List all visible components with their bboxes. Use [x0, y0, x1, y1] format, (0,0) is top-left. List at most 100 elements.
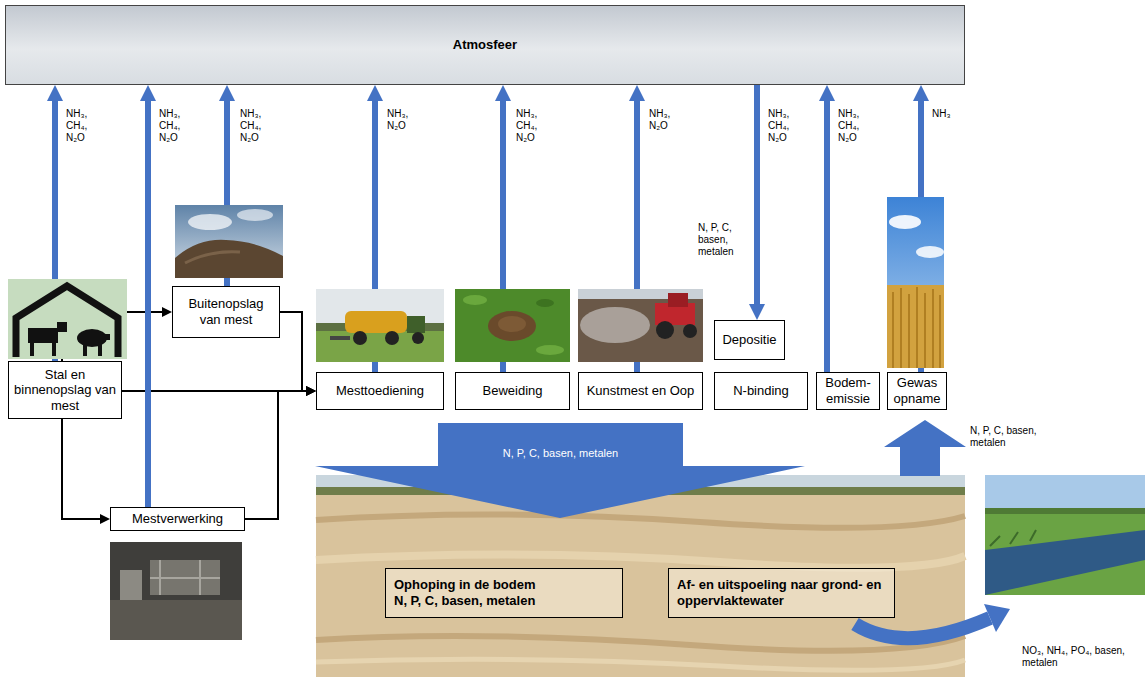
emission-label: NH₃, N₂O: [387, 108, 408, 132]
fertilizer-spreader-photo: [578, 289, 703, 362]
soil-profile-photo: [316, 475, 965, 677]
soil-profile-photo: [316, 659, 965, 670]
emission-label: NH₃: [932, 108, 951, 120]
fertilizer-spreader-photo: [668, 293, 688, 307]
emission-arrow: [754, 85, 760, 304]
manure-heap-photo: [188, 214, 232, 230]
cow-pat-photo: [455, 289, 570, 362]
slurry-tanker-photo: [407, 316, 425, 333]
process-box: Buitenopslag van mest: [172, 286, 280, 338]
cow-pat-photo: [536, 345, 564, 355]
flow-arrow: [884, 420, 966, 476]
manure-processing-photo: [150, 560, 220, 595]
waterway-photo: [985, 530, 1145, 595]
cow-pat-photo: [536, 299, 554, 307]
manure-heap-photo: [175, 240, 283, 278]
flow-label: NO₃, NH₄, PO₄, basen, metalen: [1022, 645, 1140, 669]
slurry-tanker-photo: [316, 289, 444, 362]
box-label: Depositie: [722, 332, 776, 348]
soil-profile-photo: [316, 554, 965, 567]
box-label: Bodem-emissie: [821, 375, 875, 406]
barn-icon: [83, 344, 87, 356]
flow-arrow: [315, 420, 1010, 638]
process-box: Depositie: [714, 320, 785, 360]
fertilizer-spreader-photo: [656, 321, 674, 339]
emission-label: NH₃, CH₄, N₂O: [516, 108, 537, 144]
box-label: Buitenopslag van mest: [177, 296, 275, 327]
process-box: Mestverwerking: [110, 507, 245, 531]
manure-processing-photo: [110, 542, 242, 640]
cow-pat-photo: [498, 316, 526, 332]
slurry-tanker-photo: [385, 331, 399, 345]
waterway-photo: [985, 512, 1145, 595]
box-label: Gewas opname: [892, 375, 942, 406]
box-label: Mesttoediening: [336, 383, 424, 399]
barn-icon: [98, 344, 102, 356]
cow-pat-photo: [488, 311, 536, 341]
fertilizer-spreader-photo: [580, 307, 650, 343]
wheat-field-photo: [887, 285, 944, 368]
soil-profile-photo: [316, 636, 965, 651]
wheat-field-photo: [916, 246, 944, 258]
box-label: N-binding: [733, 383, 789, 399]
box-label: Ophoping in de bodem: [394, 577, 536, 593]
atmosphere-band: Atmosfeer: [5, 5, 965, 85]
process-box: Beweiding: [455, 372, 570, 410]
flow-label: N, P, C, basen, metalen: [970, 425, 1050, 449]
emission-label: NH₃, CH₄, N₂O: [66, 108, 87, 144]
flow-arrow: [855, 618, 990, 638]
waterway-photo: [990, 530, 1036, 546]
waterway-photo: [985, 475, 1145, 595]
wheat-field-photo: [887, 197, 944, 368]
manure-processing-photo: [110, 600, 242, 640]
manure-processing-photo: [150, 560, 220, 595]
slurry-tanker-photo: [412, 332, 424, 344]
slurry-tanker-photo: [316, 331, 444, 362]
emission-arrow: [145, 101, 151, 507]
barn-icon: [16, 286, 118, 357]
barn-icon: [57, 322, 67, 332]
flow-connector: [245, 391, 306, 519]
soil-process-box: Af- en uitspoeling naar grond- en opperv…: [668, 568, 895, 618]
box-body: N, P, C, basen, metalen: [394, 593, 535, 609]
slurry-tanker-photo: [345, 311, 407, 333]
cow-pat-photo: [463, 295, 487, 305]
manure-heap-photo: [175, 205, 283, 278]
manure-processing-photo: [110, 542, 242, 640]
box-label: Mestverwerking: [132, 511, 223, 527]
box-label: Beweiding: [483, 383, 543, 399]
box-label: Af- en uitspoeling naar grond- en opperv…: [677, 577, 886, 608]
fertilizer-spreader-photo: [578, 289, 703, 362]
soil-profile-photo: [316, 475, 965, 677]
waterway-photo: [985, 475, 1145, 595]
box-label: Atmosfeer: [453, 37, 517, 53]
manure-heap-photo: [175, 205, 283, 278]
flow-connector: [280, 312, 306, 391]
flow-label: N, P, C, basen, metalen: [698, 222, 750, 258]
wheat-field-photo: [893, 287, 940, 368]
soil-profile-photo: [316, 514, 965, 527]
emission-label: NH₃, CH₄, N₂O: [159, 108, 180, 144]
slurry-tanker-photo: [330, 336, 350, 340]
barn-icon: [105, 334, 110, 340]
emission-label: NH₃, CH₄, N₂O: [768, 108, 789, 144]
manure-heap-photo: [237, 209, 273, 221]
barn-icon: [52, 342, 56, 356]
box-label: Stal en binnenopslag van mest: [13, 367, 117, 414]
process-box: N-binding: [714, 372, 808, 410]
emission-label: NH₃, CH₄, N₂O: [240, 108, 261, 144]
wheat-field-photo: [889, 215, 921, 229]
arrow-label: N, P, C, basen, metalen: [458, 447, 663, 460]
manure-processing-photo: [120, 570, 142, 600]
flow-arrow: [984, 604, 1010, 632]
slurry-tanker-photo: [353, 331, 367, 345]
process-box: Gewas opname: [887, 372, 947, 410]
wheat-field-photo: [887, 197, 944, 368]
process-box: Bodem-emissie: [816, 372, 880, 410]
emission-label: NH₃, N₂O: [649, 108, 670, 132]
process-box: Stal en binnenopslag van mest: [8, 361, 122, 419]
barn-icon: [8, 279, 127, 359]
waterway-photo: [985, 508, 1145, 514]
emission-label: NH₃, CH₄, N₂O: [838, 108, 859, 144]
